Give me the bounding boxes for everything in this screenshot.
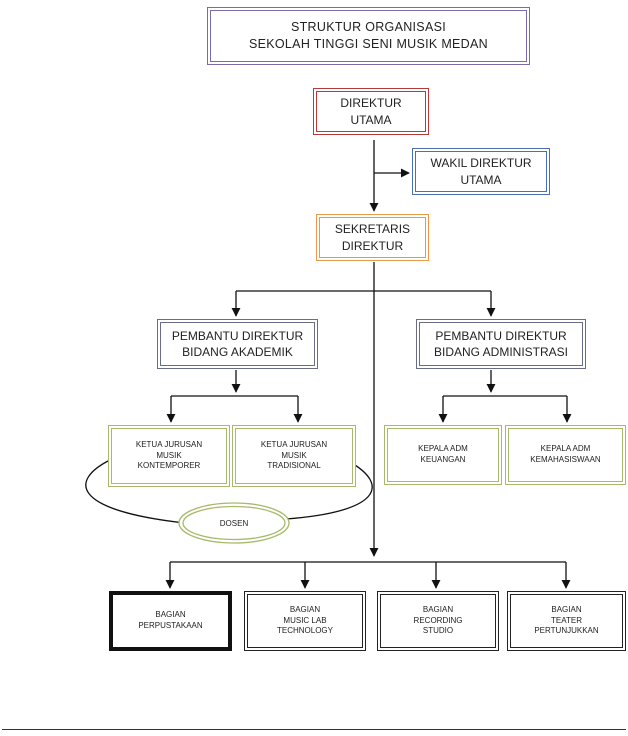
box-sekretaris-direktur: SEKRETARIS DIREKTUR bbox=[316, 214, 429, 261]
box-bagian-musiclab: BAGIAN MUSIC LAB TECHNOLOGY bbox=[244, 591, 366, 651]
box-pd-akademik: PEMBANTU DIREKTUR BIDANG AKADEMIK bbox=[157, 319, 318, 369]
box-kepala-kemahasiswaan: KEPALA ADM KEMAHASISWAAN bbox=[505, 425, 626, 485]
box-kepala-keuangan: KEPALA ADM KEUANGAN bbox=[384, 425, 502, 485]
connector-dosen-left bbox=[85, 459, 186, 524]
box-kajur-tradisional: KETUA JURUSAN MUSIK TRADISIONAL bbox=[232, 425, 356, 487]
box-direktur-utama: DIREKTUR UTAMA bbox=[313, 88, 429, 135]
box-kajur-kontemporer: KETUA JURUSAN MUSIK KONTEMPORER bbox=[108, 425, 230, 487]
dosen-label: DOSEN bbox=[219, 518, 249, 528]
chart-title-box: STRUKTUR ORGANISASI SEKOLAH TINGGI SENI … bbox=[207, 7, 530, 65]
box-bagian-teater: BAGIAN TEATER PERTUNJUKKAN bbox=[507, 591, 626, 651]
box-bagian-perpustakaan: BAGIAN PERPUSTAKAAN bbox=[109, 591, 232, 651]
box-bagian-recording: BAGIAN RECORDING STUDIO bbox=[377, 591, 499, 651]
connector-dosen-right bbox=[285, 461, 373, 520]
box-wakil-direktur: WAKIL DIREKTUR UTAMA bbox=[412, 148, 550, 195]
dosen-ellipse-inner bbox=[182, 505, 286, 541]
box-pd-administrasi: PEMBANTU DIREKTUR BIDANG ADMINISTRASI bbox=[416, 319, 586, 369]
footer-rule bbox=[2, 729, 626, 730]
